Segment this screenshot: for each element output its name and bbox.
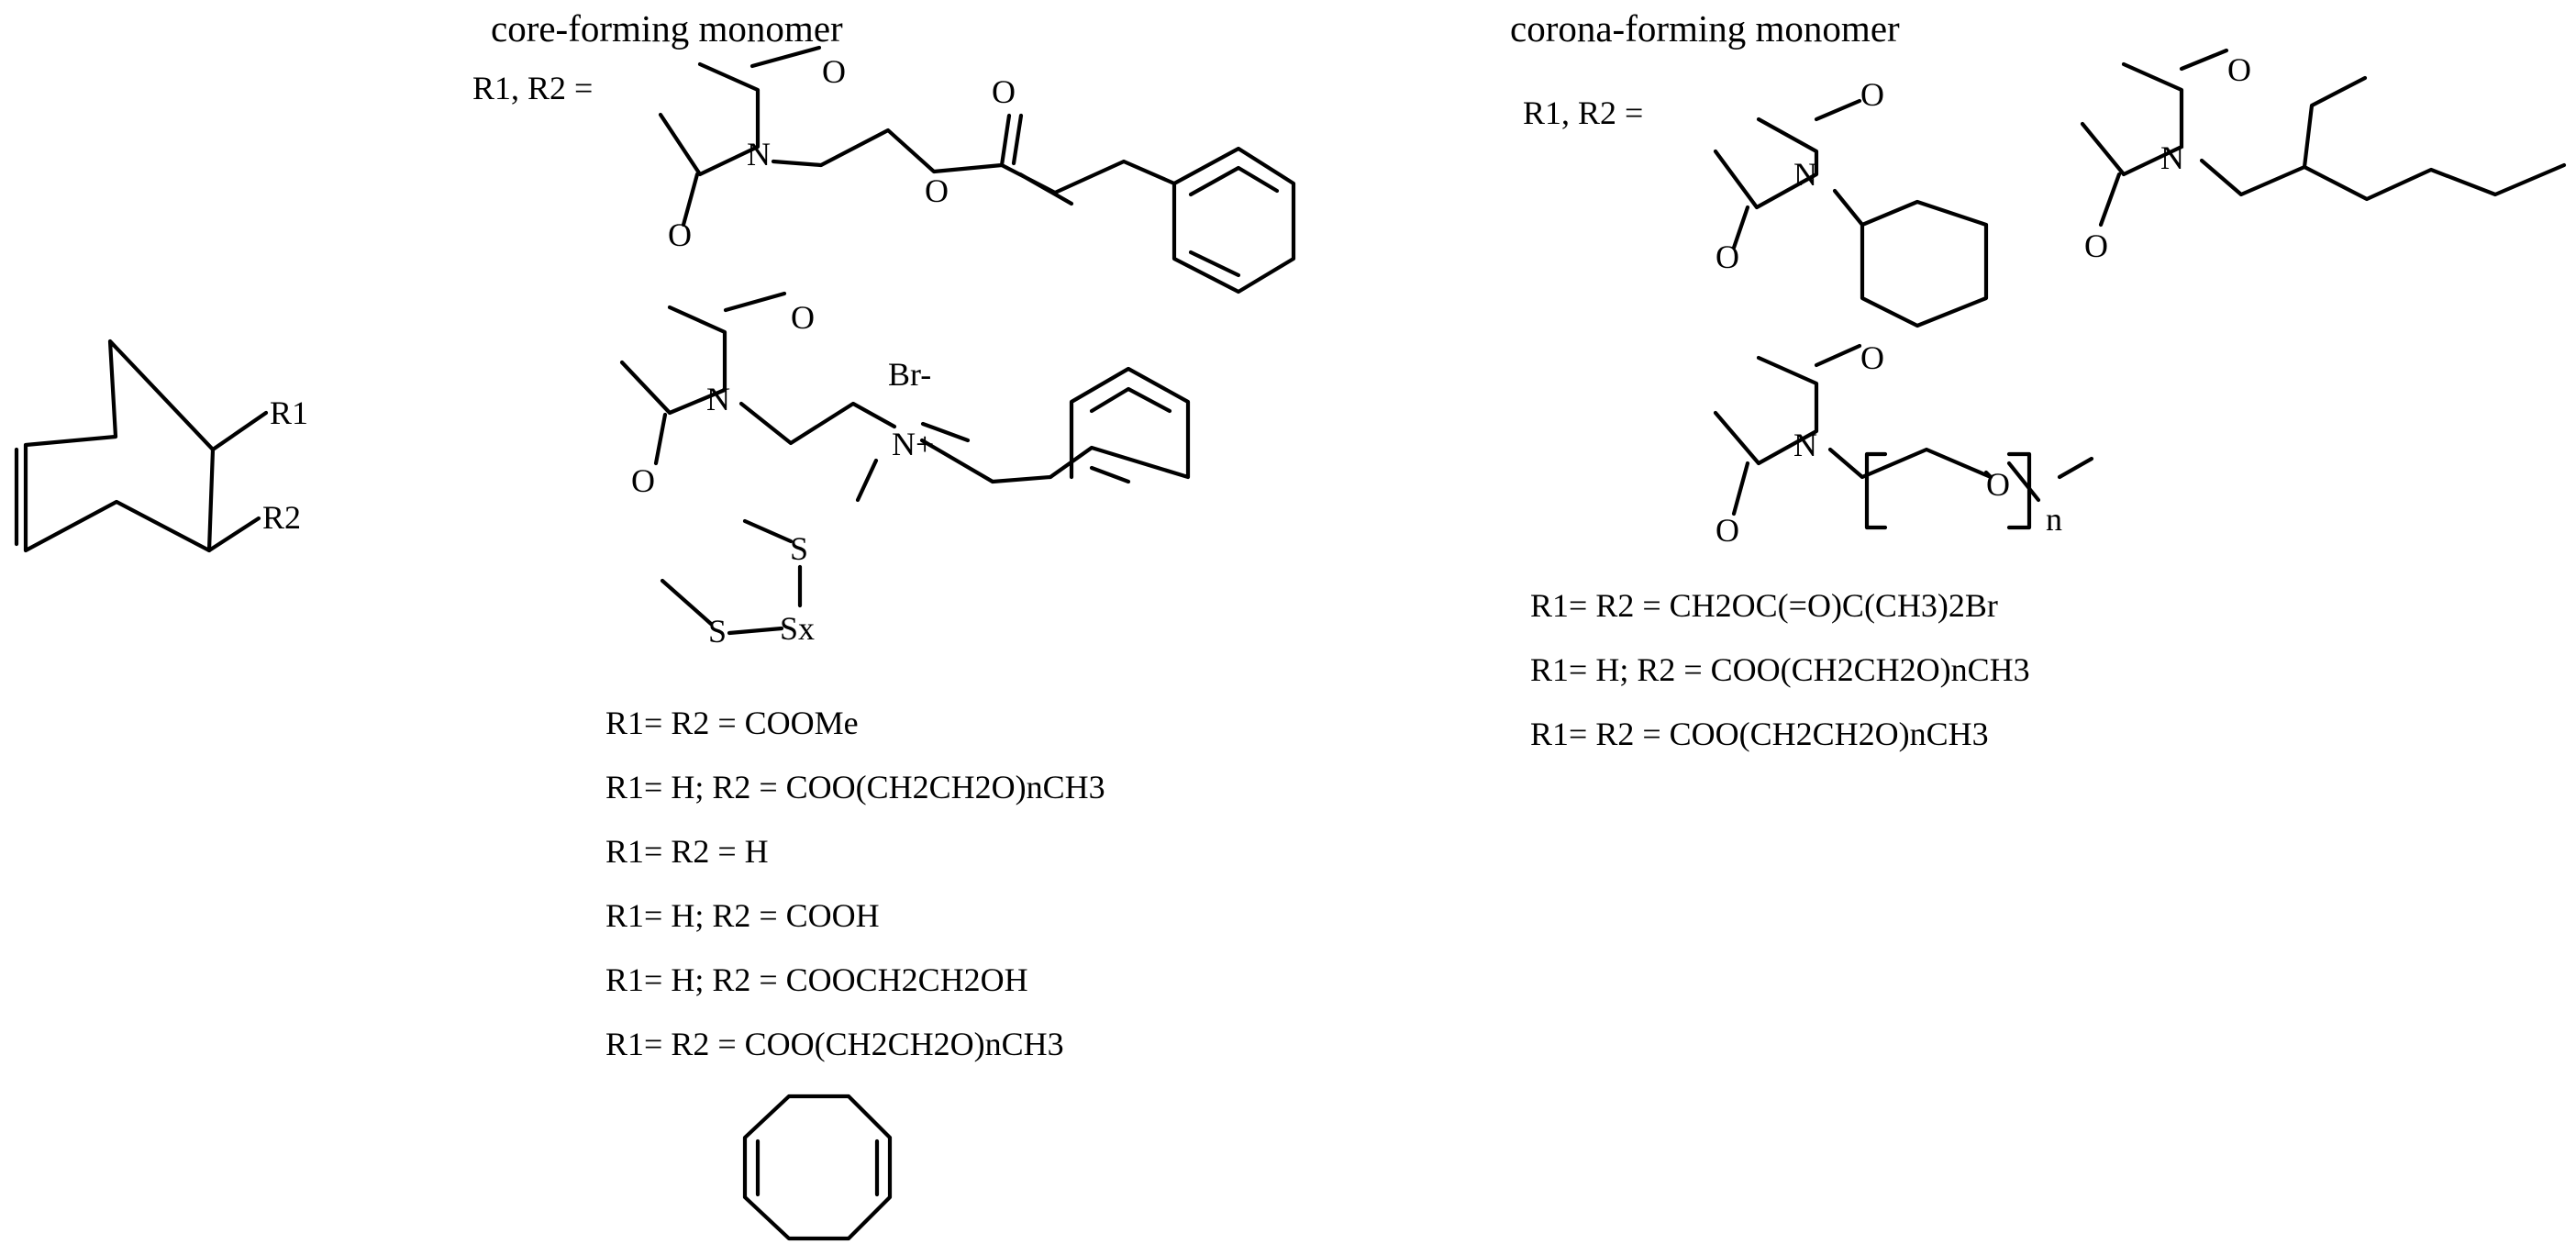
corona-substituent-item: R1= H; R2 = COO(CH2CH2O)nCH3 [1530, 651, 2030, 688]
core-substituent-list: R1= R2 = COOMe R1= H; R2 = COO(CH2CH2O)n… [605, 705, 1105, 1062]
sulfide-s1: S [790, 530, 808, 567]
corona-substituent-item: R1= R2 = CH2OC(=O)C(CH3)2Br [1530, 587, 1998, 624]
cinnamate-o1: O [822, 53, 846, 90]
cinnamate-o2: O [668, 217, 692, 253]
core-substituent-item: R1= R2 = H [605, 833, 769, 870]
cinnamate-o-carbonyl: O [992, 73, 1016, 110]
ammonium-o1: O [791, 299, 815, 336]
cyclohexyl-imide-o1: O [1860, 76, 1884, 113]
ethylhexyl-imide-structure [2080, 48, 2567, 228]
peg-imide-o1: O [1860, 339, 1884, 376]
core-monomer-heading: core-forming monomer [491, 7, 843, 50]
corona-monomer-heading: corona-forming monomer [1510, 7, 1900, 50]
core-substituent-item: R1= H; R2 = COOH [605, 897, 880, 934]
cyclohexyl-imide-n: N [1793, 156, 1817, 193]
ethylhexyl-imide-n: N [2160, 139, 2184, 176]
corona-substituent-list: R1= R2 = CH2OC(=O)C(CH3)2Br R1= H; R2 = … [1530, 587, 2030, 752]
sulfide-s2: S [708, 613, 727, 650]
corona-r-prefix: R1, R2 = [1523, 94, 1643, 131]
cyclooctadiene-structure [742, 1094, 893, 1241]
ammonium-o2: O [631, 462, 655, 499]
sulfide-sx: Sx [780, 610, 815, 647]
bromide-label: Br- [888, 356, 931, 393]
core-substituent-item: R1= H; R2 = COO(CH2CH2O)nCH3 [605, 769, 1105, 805]
peg-imide-n: N [1793, 427, 1817, 463]
ethylhexyl-imide-o2: O [2084, 228, 2108, 264]
cinnamate-n: N [747, 136, 771, 172]
cinnamate-structure [658, 45, 1296, 294]
core-substituent-item: R1= R2 = COO(CH2CH2O)nCH3 [605, 1026, 1064, 1062]
core-substituent-item: R1= H; R2 = COOCH2CH2OH [605, 961, 1028, 998]
cyclohexyl-imide-structure [1713, 98, 1989, 328]
peg-repeat-n: n [2046, 501, 2062, 538]
ammonium-n: N [706, 381, 730, 417]
cinnamate-o-ester: O [925, 172, 949, 209]
core-substituent-item: R1= R2 = COOMe [605, 705, 859, 741]
peg-imide-o-ether: O [1986, 466, 2010, 503]
core-r-prefix: R1, R2 = [472, 70, 593, 106]
cyclohexyl-imide-o2: O [1715, 239, 1739, 275]
peg-imide-structure [1713, 343, 2094, 530]
ethylhexyl-imide-o1: O [2227, 51, 2251, 88]
norbornene-r1-label: R1 [270, 394, 308, 431]
peg-imide-o2: O [1715, 512, 1739, 549]
norbornene-r2-label: R2 [262, 499, 301, 536]
corona-substituent-item: R1= R2 = COO(CH2CH2O)nCH3 [1530, 716, 1989, 752]
ammonium-n-plus: N+ [892, 426, 934, 462]
norbornene-structure [14, 339, 269, 553]
ammonium-structure [619, 291, 1191, 503]
polysulfide-structure [660, 518, 803, 636]
